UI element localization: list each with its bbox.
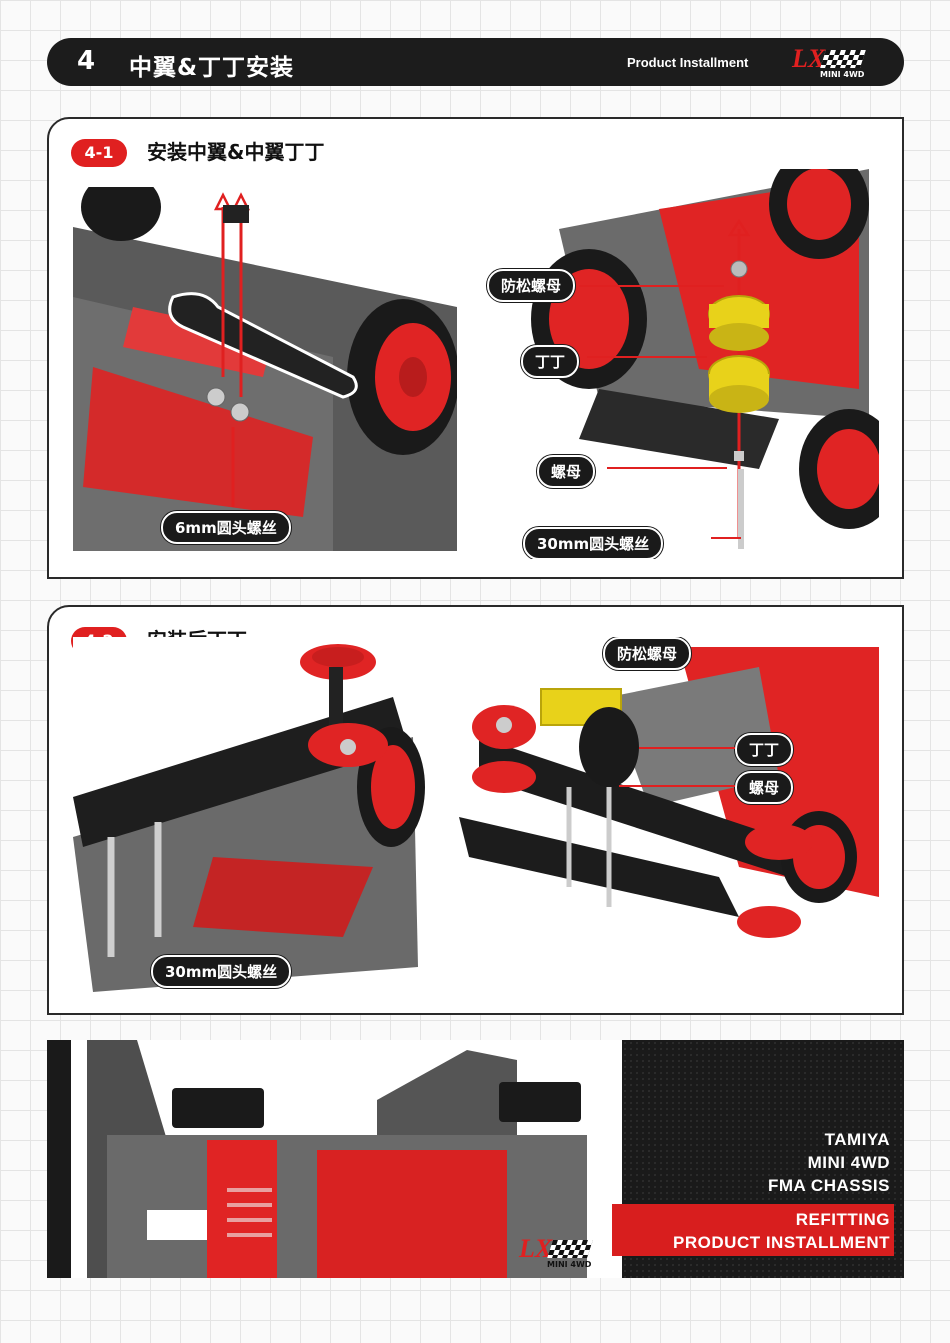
banner-subheading: REFITTING PRODUCT INSTALLMENT bbox=[673, 1210, 890, 1252]
label-nut: 螺母 bbox=[537, 455, 596, 488]
rear-roller-drawing bbox=[459, 647, 879, 938]
brand-logo-bottom: LX MINI 4WD bbox=[519, 1234, 594, 1269]
label-6mm-screw: 6mm圆头螺丝 bbox=[161, 511, 291, 544]
section-4-2: 4-2 安装后丁丁 30mm圆头螺丝 bbox=[47, 605, 904, 1015]
step-badge: 4-1 bbox=[71, 139, 127, 167]
chassis-top-drawing bbox=[47, 1040, 587, 1278]
section-title: 安装中翼&中翼丁丁 bbox=[147, 140, 325, 164]
banner-text-panel: TAMIYA MINI 4WD FMA CHASSIS REFITTING PR… bbox=[612, 1040, 904, 1278]
midwing-illustration: 6mm圆头螺丝 bbox=[73, 187, 457, 551]
banner-heading: TAMIYA MINI 4WD FMA CHASSIS bbox=[768, 1130, 890, 1195]
label-30mm-screw: 30mm圆头螺丝 bbox=[523, 527, 664, 559]
chassis-drawing-right bbox=[531, 169, 879, 549]
brand-logo: LX MINI 4WD bbox=[792, 44, 867, 79]
label-nut: 螺母 bbox=[735, 771, 794, 804]
page-title: 中翼&丁丁安装 bbox=[129, 55, 295, 81]
checkered-flag-icon bbox=[820, 50, 867, 68]
roller-illustration: 防松螺母 丁丁 螺母 30mm圆头螺丝 bbox=[479, 169, 879, 559]
rear-roller-illustration-right: 防松螺母 丁丁 螺母 bbox=[459, 637, 879, 982]
rear-plate-drawing bbox=[73, 644, 425, 992]
leader-line bbox=[579, 285, 724, 287]
leader-line bbox=[607, 467, 727, 469]
banner-red-band bbox=[612, 1204, 894, 1256]
section-4-1: 4-1 安装中翼&中翼丁丁 6mm圆头螺丝 bbox=[47, 117, 904, 579]
chassis-photo: LX MINI 4WD bbox=[47, 1040, 622, 1278]
leader-line bbox=[639, 747, 735, 749]
rear-roller-illustration-left: 30mm圆头螺丝 bbox=[73, 637, 443, 992]
step-number: 4 bbox=[77, 46, 96, 76]
leader-line bbox=[619, 785, 735, 787]
label-roller: 丁丁 bbox=[521, 345, 580, 378]
leader-line bbox=[711, 537, 741, 539]
page-header: 4 中翼&丁丁安装 Product Installment LX MINI 4W… bbox=[47, 38, 904, 86]
label-30mm-screw: 30mm圆头螺丝 bbox=[151, 955, 292, 988]
label-roller: 丁丁 bbox=[735, 733, 794, 766]
chassis-drawing bbox=[73, 187, 457, 551]
bottom-banner: LX MINI 4WD TAMIYA MINI 4WD FMA CHASSIS … bbox=[47, 1040, 904, 1278]
label-lock-nut: 防松螺母 bbox=[487, 269, 576, 302]
page-subtitle: Product Installment bbox=[627, 55, 749, 70]
leader-line bbox=[587, 356, 707, 358]
label-lock-nut: 防松螺母 bbox=[603, 637, 692, 670]
checkered-flag-icon bbox=[547, 1240, 594, 1258]
